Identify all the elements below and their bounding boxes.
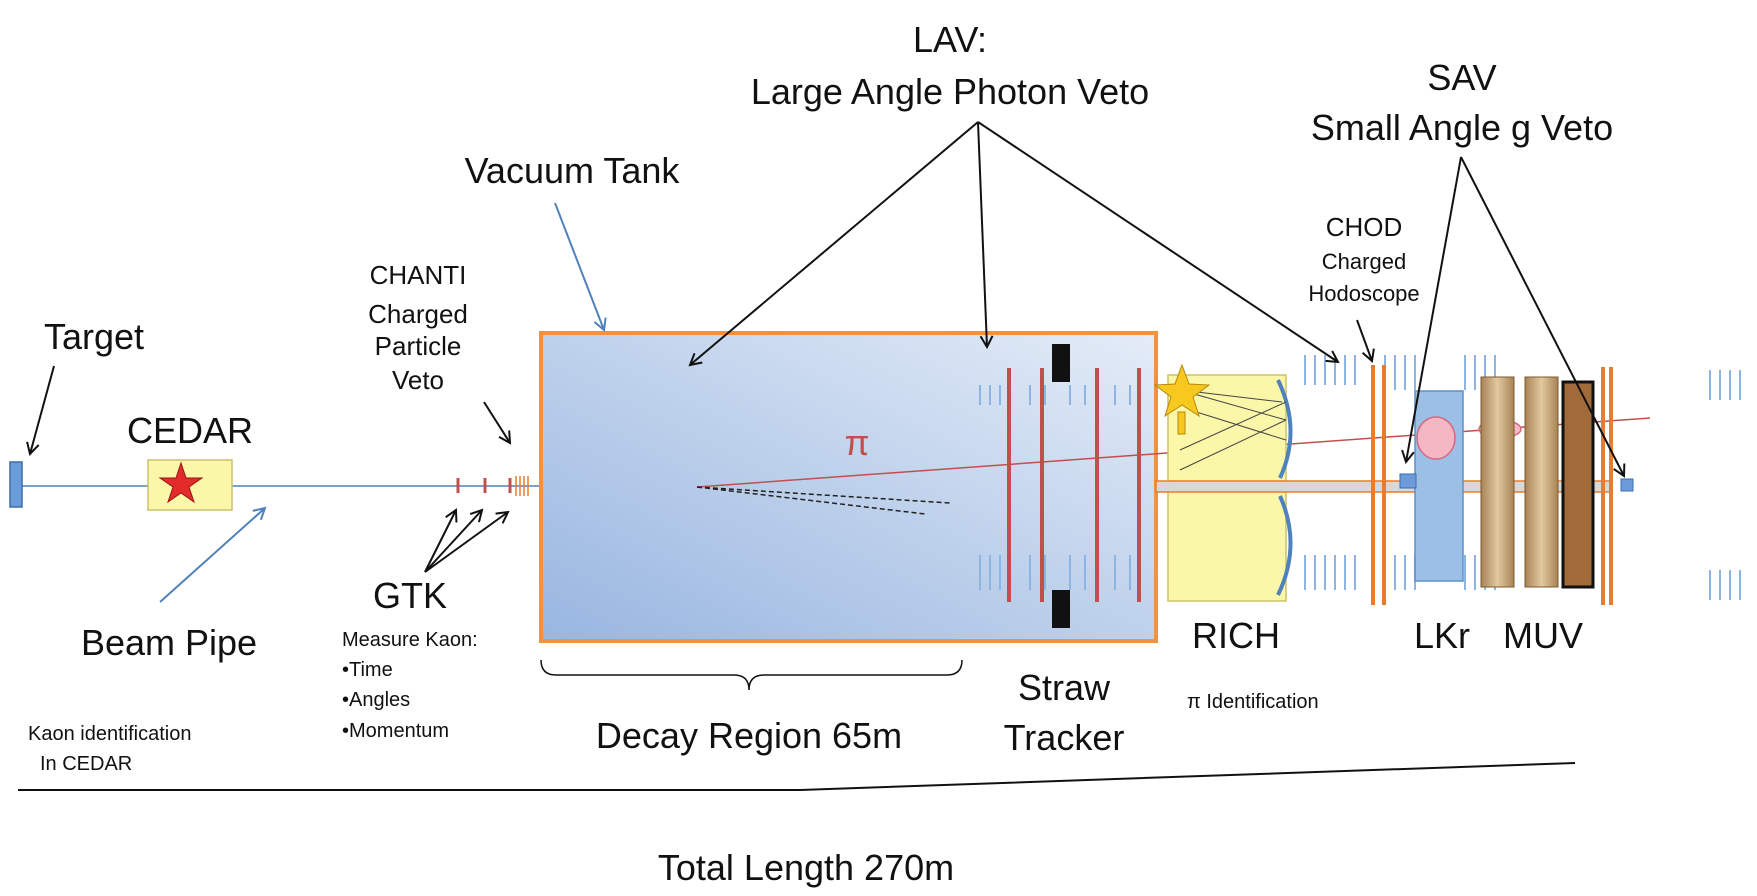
sav-title: SAV (1427, 57, 1496, 98)
lav-arrow-3 (977, 121, 1338, 362)
vacuum-tank (539, 331, 1158, 643)
downstream-ticks (1304, 355, 1741, 600)
sav-arrow-2 (1460, 156, 1624, 476)
kaon-id-line-1: Kaon identification (28, 723, 191, 745)
lkr-label: LKr (1414, 615, 1470, 656)
lav-arrow-1 (690, 121, 979, 365)
kaon-id-line-2: In CEDAR (40, 753, 132, 775)
target-label: Target (44, 316, 144, 357)
straw-magnet-bottom (1052, 590, 1070, 628)
chanti-line-2: Charged (368, 299, 468, 329)
vacuum-tank-arrow (554, 202, 604, 330)
muv-label: MUV (1503, 615, 1583, 656)
pi-identification-label: π Identification (1187, 691, 1319, 713)
straw-tracker-planes (1007, 368, 1141, 602)
chanti-title: CHANTI (370, 260, 467, 290)
target-arrow (30, 365, 55, 454)
gtk-time-label: •Time (342, 659, 393, 681)
gtk-label: GTK (373, 575, 447, 616)
gtk-momentum-label: •Momentum (342, 720, 449, 742)
chod-subtitle-2: Hodoscope (1308, 281, 1419, 306)
decay-region-label: Decay Region 65m (596, 715, 902, 756)
chanti-planes (515, 476, 529, 496)
muv2-block (1524, 376, 1559, 588)
rich-star-stem (1177, 411, 1186, 435)
rich-label: RICH (1192, 615, 1280, 656)
decay-region-brace (540, 659, 963, 691)
lav-arrow-2 (977, 121, 987, 347)
muv3-planes (1601, 367, 1613, 605)
rich-mirror-bottom (1276, 495, 1293, 596)
decay-line-2 (696, 486, 926, 515)
gtk-measure-label: Measure Kaon: (342, 629, 478, 651)
total-length-line (18, 762, 1576, 791)
vacuum-tank-label: Vacuum Tank (465, 150, 681, 191)
sav-subtitle: Small Angle g Veto (1311, 107, 1613, 148)
chanti-line-4: Veto (392, 365, 444, 395)
beam-pipe-arrow (159, 508, 265, 603)
chod-arrow (1356, 319, 1372, 361)
beam-pipe-label: Beam Pipe (81, 622, 257, 663)
gtk-arrow-1 (424, 510, 456, 573)
lav-title: LAV: (913, 19, 987, 60)
decay-line-1 (696, 486, 951, 504)
target-block (9, 461, 23, 508)
straw-label-1: Straw (1018, 667, 1111, 708)
gtk-stations (456, 478, 512, 493)
chanti-line-3: Particle (375, 331, 462, 361)
chod-title: CHOD (1326, 212, 1403, 242)
rich-star (1153, 363, 1211, 418)
chanti-arrow (483, 401, 510, 443)
cedar-star (158, 461, 204, 504)
cedar-label: CEDAR (127, 410, 253, 451)
lkr-shower (1416, 416, 1456, 460)
lav-subtitle: Large Angle Photon Veto (751, 71, 1149, 112)
muv1-block (1480, 376, 1515, 588)
sav-arrow-1 (1406, 156, 1462, 462)
gtk-angles-label: •Angles (342, 689, 410, 711)
chod-subtitle-1: Charged (1322, 249, 1406, 274)
gtk-arrow-3 (424, 512, 508, 573)
straw-label-2: Tracker (1004, 717, 1125, 758)
sav-block (1620, 478, 1634, 492)
pion-label: π (845, 422, 870, 463)
total-length-label: Total Length 270m (658, 847, 954, 888)
straw-magnet-top (1052, 344, 1070, 382)
muv-iron-wall (1561, 380, 1595, 589)
rich-mirror-top (1276, 379, 1293, 479)
lkr-sav-block (1399, 473, 1417, 489)
gtk-arrow-2 (424, 510, 482, 573)
chod-planes (1371, 365, 1386, 605)
